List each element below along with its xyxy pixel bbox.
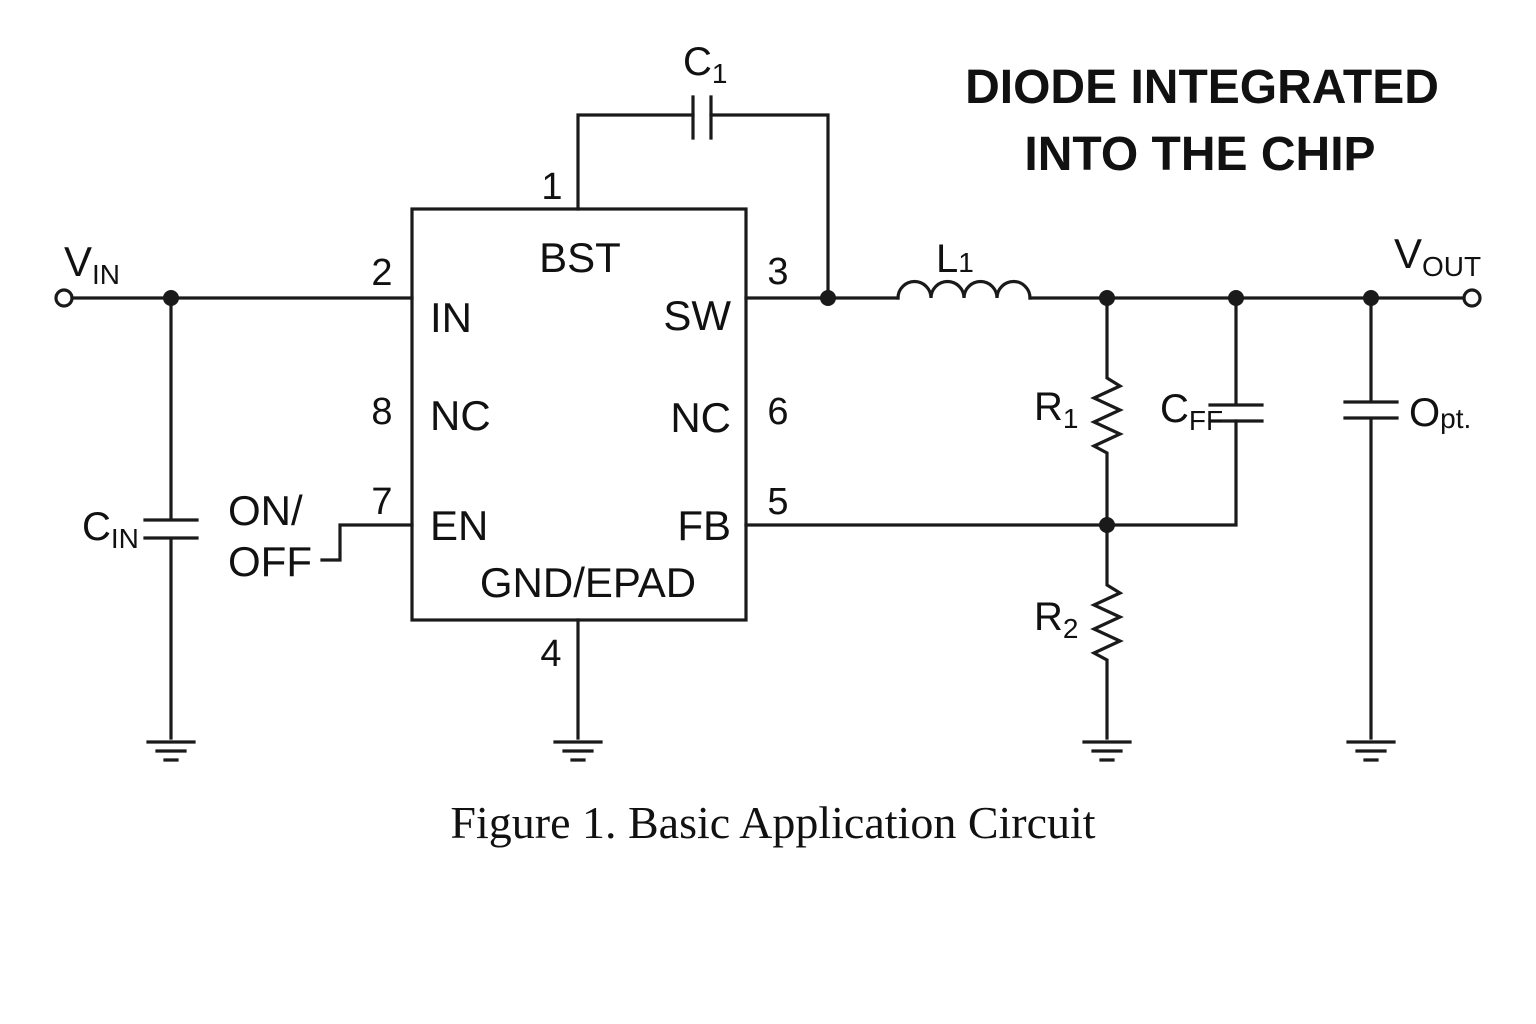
ground-symbol-cin [146, 740, 196, 762]
vout-label: VOUT [1394, 230, 1481, 282]
cff-label: CFF [1160, 387, 1223, 436]
enable-label-line-1: ON/ [228, 487, 303, 534]
c1-capacitor [691, 95, 713, 140]
ic-pin-label-nc-left: NC [430, 392, 491, 439]
copt-capacitor [1343, 296, 1399, 740]
l1-inductor [896, 279, 1032, 300]
ic-pin-label-bst: BST [539, 234, 621, 281]
r2-label: R2 [1034, 595, 1078, 644]
pin-number-6: 6 [767, 391, 788, 433]
pin-number-4: 4 [540, 633, 561, 675]
pin-number-3: 3 [767, 251, 788, 293]
pin-number-1: 1 [541, 166, 562, 208]
pin-number-2: 2 [371, 252, 392, 294]
vout-terminal [1462, 288, 1482, 308]
c1-bootstrap-wire [576, 113, 830, 300]
ic-pin-label-in: IN [430, 294, 472, 341]
fb-wire [744, 419, 1238, 527]
enable-wire [320, 523, 414, 562]
sw-junction-dot [820, 290, 836, 306]
enable-label-line-2: OFF [228, 538, 312, 585]
note-line-1: DIODE INTEGRATED [965, 61, 1439, 114]
r1-label: R1 [1034, 385, 1078, 434]
ground-symbol-copt [1346, 740, 1396, 762]
cff-capacitor [1208, 296, 1264, 423]
vin-label: VIN [64, 238, 120, 290]
c1-label: C1 [683, 40, 727, 89]
note-line-2: INTO THE CHIP [1024, 128, 1375, 181]
pin-number-5: 5 [767, 481, 788, 523]
r2-resistor [1090, 523, 1124, 740]
ic-pin-label-gnd-epad: GND/EPAD [480, 559, 696, 606]
ic-pin-label-en: EN [430, 502, 488, 549]
copt-label: Opt. [1409, 391, 1471, 435]
cin-capacitor [143, 296, 199, 740]
figure-caption: Figure 1. Basic Application Circuit [450, 797, 1095, 848]
vin-terminal [54, 288, 74, 308]
pin-number-8: 8 [371, 391, 392, 433]
cin-label: CIN [82, 505, 139, 554]
ic-pin-label-fb: FB [677, 502, 731, 549]
ground-symbol-ic [553, 740, 603, 762]
ic-pin-label-sw: SW [663, 292, 731, 339]
l1-label: L1 [936, 237, 974, 281]
r1-resistor [1090, 296, 1124, 527]
ground-symbol-r2 [1082, 740, 1132, 762]
pin-number-7: 7 [371, 481, 392, 523]
ic-pin-label-nc-right: NC [670, 394, 731, 441]
